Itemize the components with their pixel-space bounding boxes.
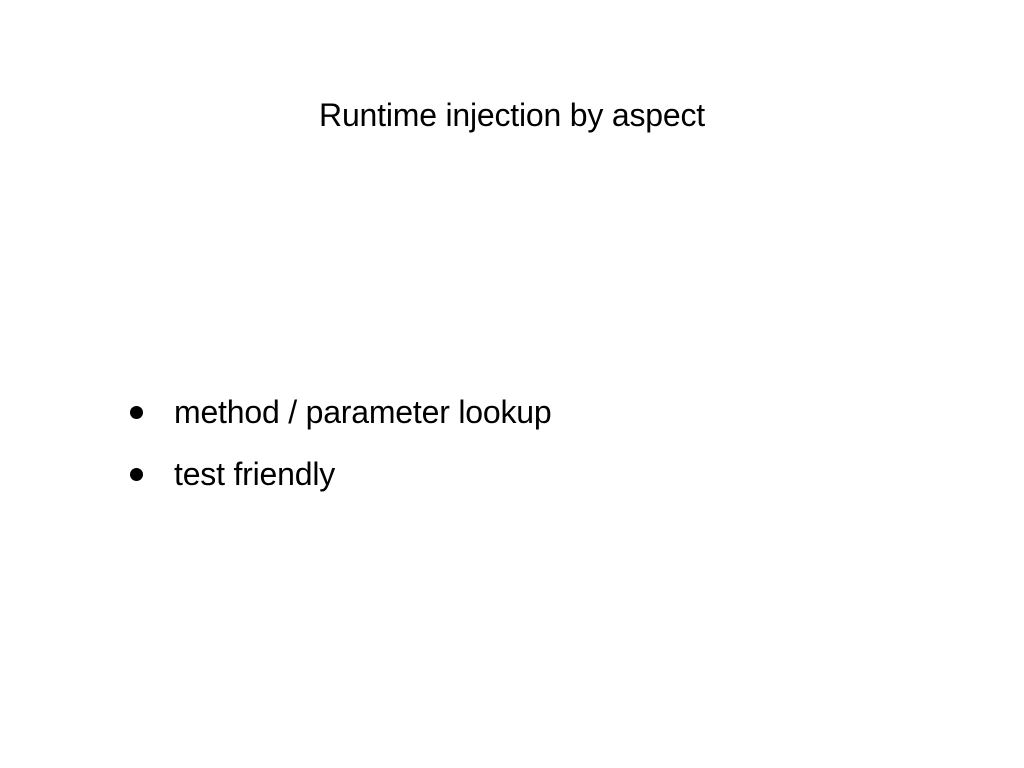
bullet-text: method / parameter lookup [174, 394, 552, 430]
bullet-dot-icon [130, 406, 143, 419]
bullet-list: method / parameter lookup test friendly [130, 392, 552, 516]
bullet-dot-icon [130, 468, 143, 481]
bullet-item: test friendly [130, 454, 551, 516]
bullet-item: method / parameter lookup [130, 392, 552, 454]
slide-title: Runtime injection by aspect [319, 97, 705, 133]
bullet-text: test friendly [174, 456, 336, 492]
